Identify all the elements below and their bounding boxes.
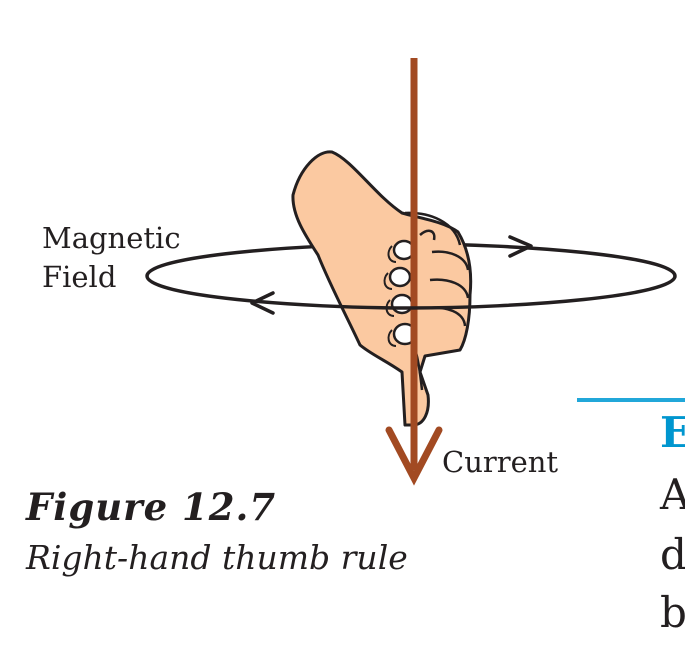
- field-arrow-left-icon: [250, 291, 275, 315]
- magnetic-field-loop-front: [145, 275, 677, 310]
- section-divider-rule: [577, 398, 685, 402]
- magnetic-field-label-line2: Field: [42, 260, 117, 294]
- figure-caption: Right-hand thumb rule: [26, 538, 408, 577]
- figure-number: Figure 12.7: [26, 485, 277, 529]
- body-text-fragment: A: [660, 470, 685, 519]
- current-arrow-down-icon: [385, 426, 443, 486]
- field-arrow-right-icon: [508, 235, 533, 258]
- body-text-fragment: b: [660, 588, 685, 637]
- current-label: Current: [442, 445, 559, 479]
- section-heading-fragment: E: [660, 408, 685, 457]
- right-hand-icon: [291, 150, 473, 427]
- magnetic-field-label-line1: Magnetic: [42, 221, 181, 255]
- body-text-fragment: d: [660, 530, 685, 579]
